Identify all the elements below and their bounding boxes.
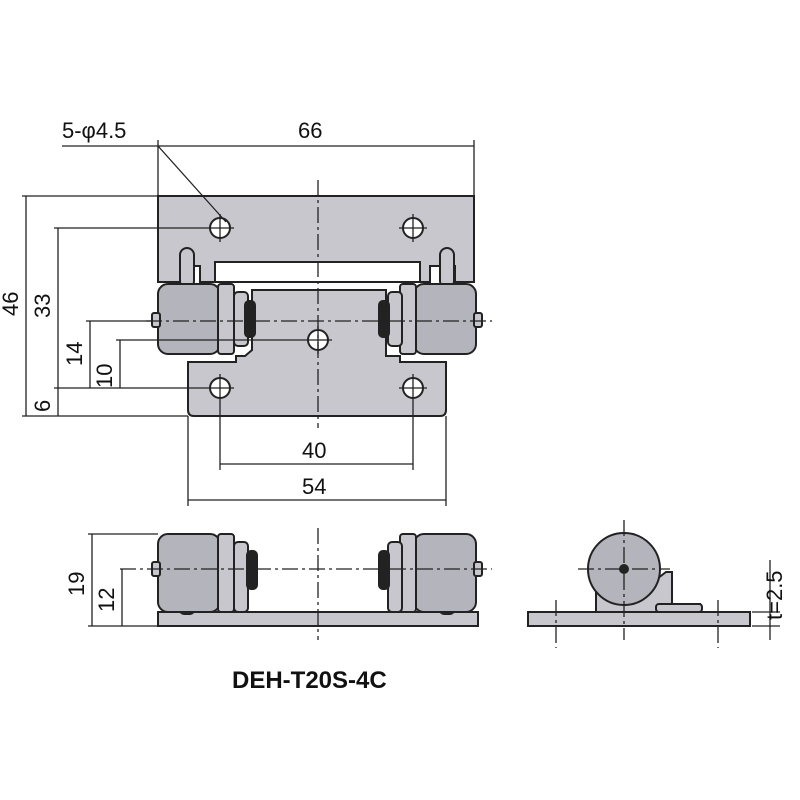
side-view-dimensions — [752, 560, 780, 640]
top-view — [146, 180, 492, 428]
right-pin-end — [473, 312, 483, 328]
right-knuckle-bushing — [378, 300, 390, 338]
side-lower-step — [655, 603, 703, 613]
dim-hole-spacing: 40 — [302, 438, 326, 463]
dim-side-height: 19 — [64, 572, 89, 596]
dim-side-axis: 12 — [94, 588, 119, 612]
front-view — [120, 528, 492, 640]
dim-pin-height: 10 — [92, 364, 117, 388]
side-view — [527, 520, 751, 648]
front-left-ring — [233, 541, 249, 613]
top-view-dimensions — [22, 140, 475, 506]
front-right-ring — [387, 541, 403, 613]
right-knuckle-ring — [387, 291, 403, 347]
dim-hole-height: 33 — [30, 294, 55, 318]
dim-knuckle-height: 14 — [62, 342, 87, 366]
right-knuckle — [413, 283, 477, 355]
front-right-knuckle — [413, 533, 477, 613]
front-view-dimensions — [88, 533, 158, 627]
left-knuckle-collar — [217, 283, 235, 355]
right-tab — [439, 247, 455, 289]
front-left-bushing — [246, 550, 258, 590]
left-pin-end — [151, 312, 161, 328]
left-knuckle — [157, 283, 221, 355]
front-left-collar — [217, 533, 235, 613]
model-title: DEH-T20S-4C — [232, 667, 387, 694]
dim-holes: 5-φ4.5 — [62, 118, 126, 143]
left-knuckle-bushing — [244, 300, 256, 338]
dim-thickness: t=2.5 — [762, 570, 787, 620]
hole-crosshairs — [206, 214, 427, 402]
dim-base-offset: 6 — [30, 400, 55, 412]
dim-height-total: 46 — [0, 292, 23, 316]
dim-width-total: 66 — [298, 118, 322, 143]
front-left-knuckle — [157, 533, 221, 613]
dim-leaf-width: 54 — [302, 474, 326, 499]
side-base-plate — [527, 611, 751, 627]
left-tab — [179, 247, 195, 289]
front-right-bushing — [378, 550, 390, 590]
